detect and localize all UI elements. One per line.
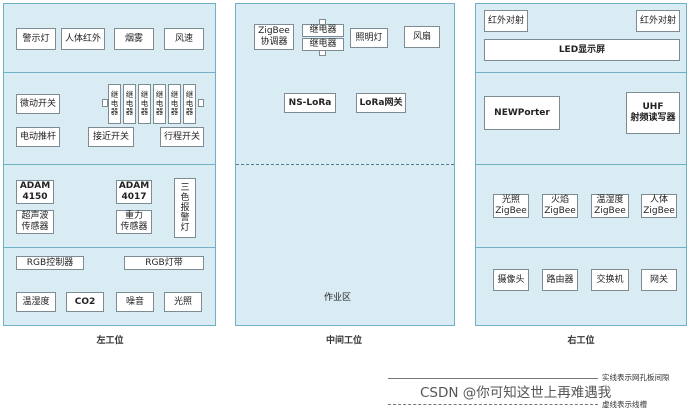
- pir-zigbee-box: 人体 ZigBee: [641, 194, 677, 218]
- micro-switch-box: 微动开关: [16, 94, 60, 114]
- right-station-caption: 右工位: [567, 336, 595, 346]
- router-box: 路由器: [542, 269, 578, 291]
- travel-switch-box: 行程开关: [160, 127, 204, 147]
- gravity-sensor-box: 重力 传感器: [116, 210, 152, 234]
- switch-box: 交换机: [591, 269, 629, 291]
- right-divider-3: [476, 247, 686, 248]
- work-area-label: 作业区: [324, 293, 352, 303]
- middle-station: ZigBee 协调器 继电器 继电器 照明灯 风扇 NS-LoRa LoRa网关…: [235, 3, 455, 326]
- ns-lora-box: NS-LoRa: [284, 93, 336, 113]
- legend-solid-line: [388, 378, 598, 379]
- relay-cell: 继 电 器: [138, 84, 151, 124]
- relay-cell: 继 电 器: [183, 84, 196, 124]
- tricolor-alarm-light-box: 三 色 报 警 灯: [174, 178, 196, 238]
- relay-cell: 继 电 器: [153, 84, 166, 124]
- ir-beam-left-box: 红外对射: [484, 10, 528, 32]
- middle-relay-top-box: 继电器: [302, 24, 344, 37]
- proximity-switch-box: 接近开关: [88, 127, 134, 147]
- relay-strip-left-nub: [102, 99, 108, 107]
- ir-beam-right-box: 红外对射: [636, 10, 680, 32]
- smoke-sensor-box: 烟雾: [114, 28, 154, 50]
- adam-4017-box: ADAM 4017: [116, 180, 152, 204]
- illuminance-box: 光照: [164, 292, 202, 312]
- left-divider-2: [4, 164, 215, 165]
- middle-station-caption: 中间工位: [325, 336, 363, 346]
- led-display-box: LED显示屏: [484, 39, 680, 61]
- left-station-caption: 左工位: [96, 336, 124, 346]
- noise-box: 噪音: [116, 292, 154, 312]
- rgb-controller-box: RGB控制器: [16, 256, 84, 270]
- lighting-lamp-box: 照明灯: [350, 28, 388, 48]
- temp-humidity-box: 温湿度: [16, 292, 56, 312]
- relay-cell: 继 电 器: [108, 84, 121, 124]
- middle-dashed-divider: [236, 164, 454, 165]
- newporter-box: NEWPorter: [484, 96, 560, 130]
- legend-solid-label: 实线表示网孔板间隙: [602, 373, 670, 382]
- right-divider-1: [476, 72, 686, 73]
- uhf-reader-box: UHF 射频读写器: [626, 92, 680, 134]
- lora-gateway-box: LoRa网关: [356, 93, 406, 113]
- middle-relay-bottom-nub: [319, 50, 326, 56]
- relay-strip: 继 电 器继 电 器继 电 器继 电 器继 电 器继 电 器: [108, 84, 198, 124]
- csdn-watermark: CSDN @你可知这世上再难遇我: [420, 385, 612, 401]
- fan-box: 风扇: [404, 26, 440, 48]
- adam-4150-box: ADAM 4150: [16, 180, 54, 204]
- rgb-strip-box: RGB灯带: [124, 256, 204, 270]
- electric-push-rod-box: 电动推杆: [16, 127, 60, 147]
- pir-sensor-box: 人体红外: [61, 28, 105, 50]
- middle-relay-top-nub: [319, 19, 326, 25]
- ultrasonic-sensor-box: 超声波 传感器: [16, 210, 54, 234]
- legend-dashed-line: [388, 404, 598, 405]
- zigbee-coordinator-box: ZigBee 协调器: [254, 24, 294, 50]
- flame-zigbee-box: 火焰 ZigBee: [542, 194, 578, 218]
- co2-box: CO2: [66, 292, 104, 312]
- temp-humidity-zigbee-box: 温湿度 ZigBee: [591, 194, 629, 218]
- camera-box: 摄像头: [493, 269, 529, 291]
- gateway-box: 网关: [641, 269, 677, 291]
- relay-cell: 继 电 器: [168, 84, 181, 124]
- legend-dashed-label: 虚线表示线槽: [602, 400, 647, 409]
- wind-speed-box: 风速: [164, 28, 204, 50]
- right-divider-2: [476, 164, 686, 165]
- left-divider-1: [4, 72, 215, 73]
- left-divider-3: [4, 247, 215, 248]
- warning-light-box: 警示灯: [16, 28, 56, 50]
- left-station: 警示灯 人体红外 烟雾 风速 微动开关 继 电 器继 电 器继 电 器继 电 器…: [3, 3, 216, 326]
- light-zigbee-box: 光照 ZigBee: [493, 194, 529, 218]
- relay-strip-right-nub: [198, 99, 204, 107]
- relay-cell: 继 电 器: [123, 84, 136, 124]
- right-station: 红外对射 红外对射 LED显示屏 NEWPorter UHF 射频读写器 光照 …: [475, 3, 687, 326]
